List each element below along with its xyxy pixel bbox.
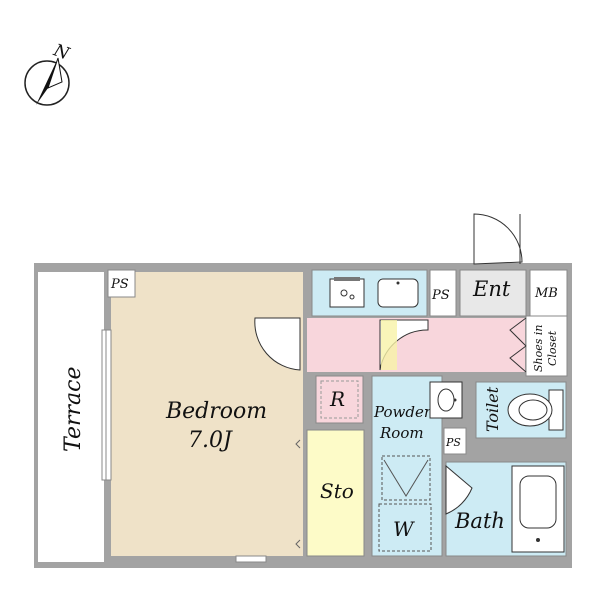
entrance-door — [473, 213, 523, 265]
storage-label: Sto — [320, 479, 354, 503]
bath-door — [445, 464, 473, 515]
compass-icon — [24, 57, 70, 106]
powder-room-label-line2: Room — [379, 424, 424, 442]
powder-room-label-line1: Powder — [373, 403, 432, 421]
shoes-closet — [525, 315, 568, 377]
bedroom-door — [254, 317, 301, 371]
refrigerator-label: R — [329, 387, 345, 411]
bath-ps — [443, 427, 467, 455]
closet-door — [509, 317, 527, 373]
entrance-ps-label: PS — [431, 288, 450, 303]
refrigerator-space — [315, 375, 364, 424]
terrace-area — [38, 272, 104, 562]
washer-space — [378, 455, 432, 552]
bath-ps-label: PS — [445, 436, 461, 449]
storage-area — [306, 429, 365, 557]
sink-icon — [377, 278, 419, 308]
entrance-label: Ent — [472, 277, 511, 301]
entrance-ps — [429, 269, 457, 317]
toilet-icon — [507, 389, 564, 431]
bedroom-label: Bedroom — [165, 399, 267, 424]
bedroom-size-label: 7.0J — [188, 428, 233, 453]
terrace-label: Terrace — [61, 367, 86, 452]
bedroom-ps — [107, 269, 136, 298]
entrance-floor — [459, 269, 527, 317]
shoes-closet-label-line1: Shoes in — [532, 325, 545, 373]
shoes-closet-label-line2: Closet — [546, 330, 559, 366]
meter-box — [529, 269, 568, 317]
meter-box-label: MB — [534, 286, 558, 301]
toilet-label: Toilet — [483, 386, 502, 432]
washbasin-icon — [429, 381, 463, 419]
washer-label: W — [393, 517, 415, 541]
bathtub-icon — [511, 465, 565, 553]
stove-icon — [329, 277, 365, 308]
bedroom-ps-label: PS — [110, 277, 129, 292]
compass-label: N — [50, 40, 73, 65]
bath-label: Bath — [454, 509, 505, 533]
